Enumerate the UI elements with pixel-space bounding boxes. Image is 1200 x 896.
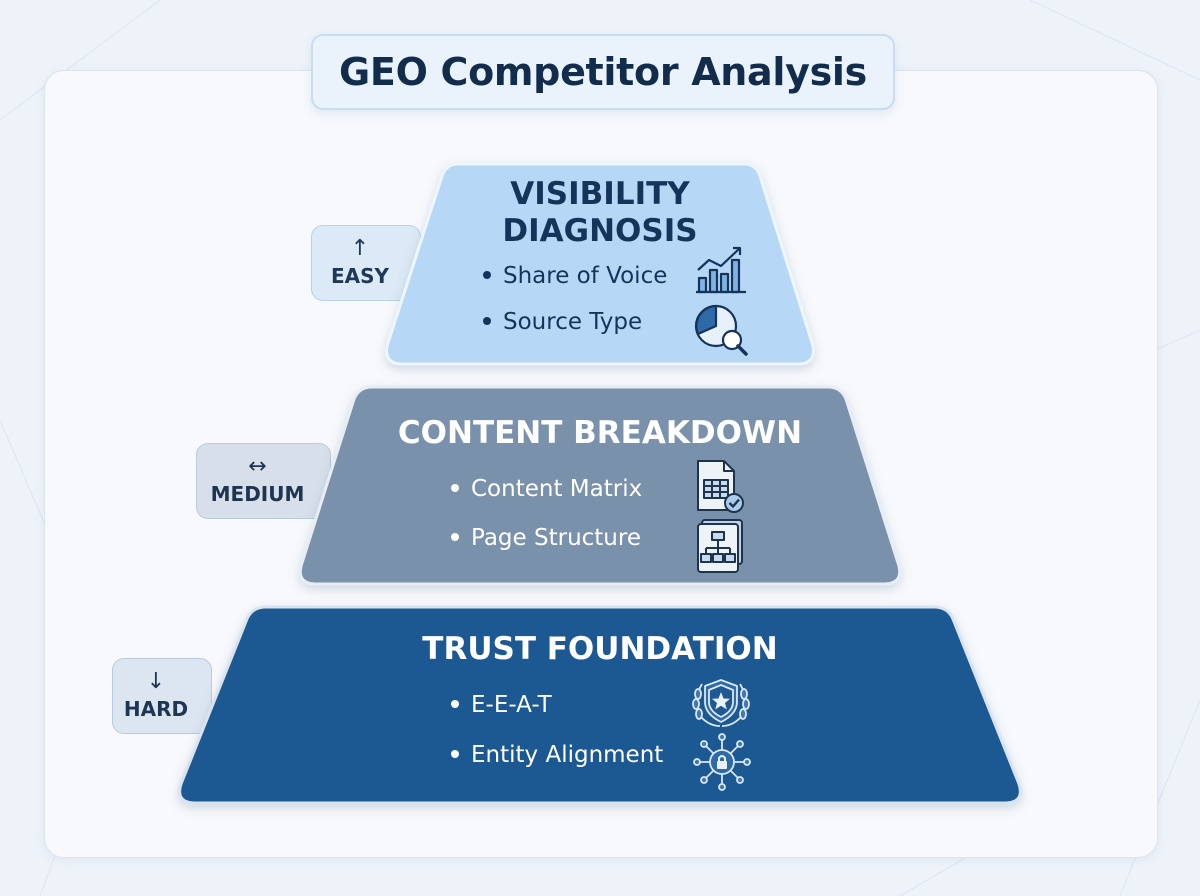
difficulty-badge-medium: ↔ MEDIUM bbox=[196, 443, 331, 519]
heading-line: TRUST FOUNDATION bbox=[422, 631, 778, 667]
bullet-dot bbox=[451, 699, 459, 708]
bullet-dot bbox=[451, 483, 459, 492]
difficulty-badge-hard: ↓ HARD bbox=[112, 658, 212, 734]
pie-chart-magnifier-icon bbox=[694, 304, 748, 356]
bullet-text: Share of Voice bbox=[503, 263, 668, 289]
bullet-content-matrix: Content Matrix bbox=[451, 476, 642, 502]
title-card: GEO Competitor Analysis bbox=[311, 34, 895, 110]
bullet-eeat: E-E-A-T bbox=[451, 692, 552, 718]
arrow-down-icon: ↓ bbox=[146, 669, 166, 694]
bullet-entity-alignment: Entity Alignment bbox=[451, 742, 663, 768]
difficulty-label: HARD bbox=[123, 697, 189, 721]
heading-line: VISIBILITY bbox=[510, 176, 690, 212]
shield-star-laurel-icon bbox=[692, 679, 750, 727]
sitemap-document-icon bbox=[697, 519, 743, 573]
bullet-text: Page Structure bbox=[471, 525, 641, 551]
difficulty-label: EASY bbox=[330, 264, 390, 288]
page-title: GEO Competitor Analysis bbox=[339, 50, 867, 94]
arrow-up-icon: ↑ bbox=[350, 236, 370, 261]
bar-chart-trend-icon bbox=[696, 246, 746, 294]
bullet-dot bbox=[451, 532, 459, 541]
bullet-source-type: Source Type bbox=[483, 309, 642, 335]
tier-shape-middle bbox=[298, 385, 902, 586]
arrow-left-right-icon: ↔ bbox=[248, 454, 267, 479]
difficulty-label: MEDIUM bbox=[210, 482, 305, 506]
difficulty-badge-easy: ↑ EASY bbox=[311, 225, 421, 301]
network-lock-icon bbox=[693, 733, 751, 791]
tier-shape-bottom bbox=[178, 605, 1022, 805]
bullet-text: Source Type bbox=[503, 309, 643, 335]
tier-heading-trust-foundation: TRUST FOUNDATION bbox=[380, 631, 820, 668]
bullet-text: E-E-A-T bbox=[471, 692, 552, 718]
bullet-dot bbox=[483, 270, 491, 279]
bullet-text: Content Matrix bbox=[471, 476, 643, 502]
bullet-page-structure: Page Structure bbox=[451, 525, 641, 551]
document-grid-check-icon bbox=[697, 460, 744, 513]
bullet-dot bbox=[483, 316, 491, 325]
bullet-share-of-voice: Share of Voice bbox=[483, 263, 667, 289]
bullet-dot bbox=[451, 749, 459, 758]
heading-line: CONTENT BREAKDOWN bbox=[397, 415, 803, 451]
bullet-text: Entity Alignment bbox=[471, 742, 664, 768]
tier-heading-visibility: VISIBILITY DIAGNOSIS bbox=[440, 176, 760, 250]
heading-line: DIAGNOSIS bbox=[502, 213, 698, 249]
tier-heading-content-breakdown: CONTENT BREAKDOWN bbox=[380, 415, 820, 452]
